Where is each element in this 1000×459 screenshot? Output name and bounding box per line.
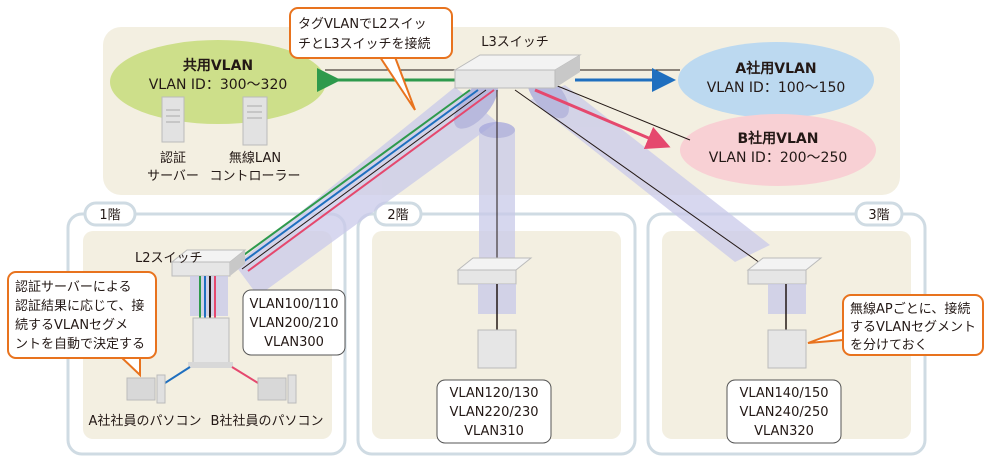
floor-3-access-point-icon: [767, 329, 807, 369]
auth-server-icon: [161, 96, 185, 143]
pc-b-label: B社社員のパソコン: [211, 413, 324, 429]
shared-vlan-title: 共用VLAN: [183, 57, 253, 74]
vlan-range: VLAN310: [464, 424, 524, 439]
vlan-range: VLAN320: [754, 424, 814, 439]
vlan-range: VLAN120/130: [449, 386, 538, 401]
auth-server-label: 認証: [160, 150, 186, 166]
callout-line: ントを自動で決定する: [15, 337, 145, 352]
callout-line: チとL3スイッチを接続: [298, 36, 431, 52]
l2-switch-label: L2スイッチ: [135, 251, 203, 266]
callout-auth-server: 認証サーバーによる 認証結果に応じて、接 続するVLANセグメ ントを自動で決定…: [7, 271, 157, 378]
floor-3-label: 3階: [868, 208, 889, 223]
callout-tag-vlan: タグVLANでL2スイッ チとL3スイッチを接続: [289, 7, 453, 111]
company-a-vlan-title: A社用VLAN: [735, 60, 816, 77]
pc-a-icon: [126, 374, 166, 404]
floor-1-access-point-icon: [188, 317, 233, 368]
floor-2-l2-switch-icon: [456, 257, 533, 285]
shared-vlan-id: VLAN ID：300〜320: [149, 77, 288, 93]
company-a-vlan-ellipse: [678, 42, 874, 118]
wlan-controller-icon: [242, 96, 268, 146]
callout-line: 無線APごとに、接続: [850, 301, 970, 317]
floor-3-l2-switch-icon: [746, 257, 823, 285]
floor-2-label: 2階: [387, 208, 408, 223]
vlan-range: VLAN220/230: [449, 405, 538, 420]
wlan-controller-label: 無線LAN: [229, 150, 281, 166]
floor-1-label: 1階: [99, 208, 120, 223]
callout-line: タグVLANでL2スイッ: [298, 17, 427, 32]
pc-b-icon: [257, 374, 297, 404]
floor-2-access-point-icon: [477, 329, 517, 369]
floor-1-vlan-box: VLAN100/110 VLAN200/210 VLAN300: [242, 289, 346, 356]
callout-line: 認証結果に応じて、接: [15, 298, 144, 314]
vlan-range: VLAN200/210: [249, 316, 338, 331]
pc-a-label: A社社員のパソコン: [89, 413, 202, 429]
vlan-range: VLAN100/110: [249, 297, 338, 312]
callout-line: 認証サーバーによる: [15, 279, 131, 295]
vlan-range: VLAN140/150: [739, 386, 828, 401]
l3-switch-label: L3スイッチ: [481, 35, 549, 50]
callout-wireless-ap: 無線APごとに、接続 するVLANセグメント を分けておく: [807, 294, 984, 356]
floor-3-vlan-box: VLAN140/150 VLAN240/250 VLAN320: [726, 379, 842, 444]
company-a-vlan-id: VLAN ID：100〜150: [707, 80, 846, 96]
company-b-vlan-id: VLAN ID：200〜250: [709, 150, 848, 166]
tagged-vlan-lines: [229, 89, 495, 272]
callout-line: を分けておく: [850, 338, 928, 353]
wlan-controller-label: コントローラー: [209, 169, 300, 184]
floor-2-vlan-box: VLAN120/130 VLAN220/230 VLAN310: [436, 379, 552, 444]
auth-server-label: サーバー: [147, 169, 199, 184]
company-b-vlan-ellipse: [680, 114, 876, 186]
floor-1-l2-switch-icon: [170, 249, 247, 277]
vlan-range: VLAN300: [264, 335, 324, 350]
callout-line: 続するVLANセグメ: [15, 318, 128, 333]
vlan-range: VLAN240/250: [739, 405, 828, 420]
company-b-vlan-arrow: [534, 88, 671, 150]
l3-switch-icon: [453, 54, 582, 89]
callout-line: するVLANセグメント: [850, 320, 976, 335]
company-b-vlan-title: B社用VLAN: [738, 130, 819, 147]
